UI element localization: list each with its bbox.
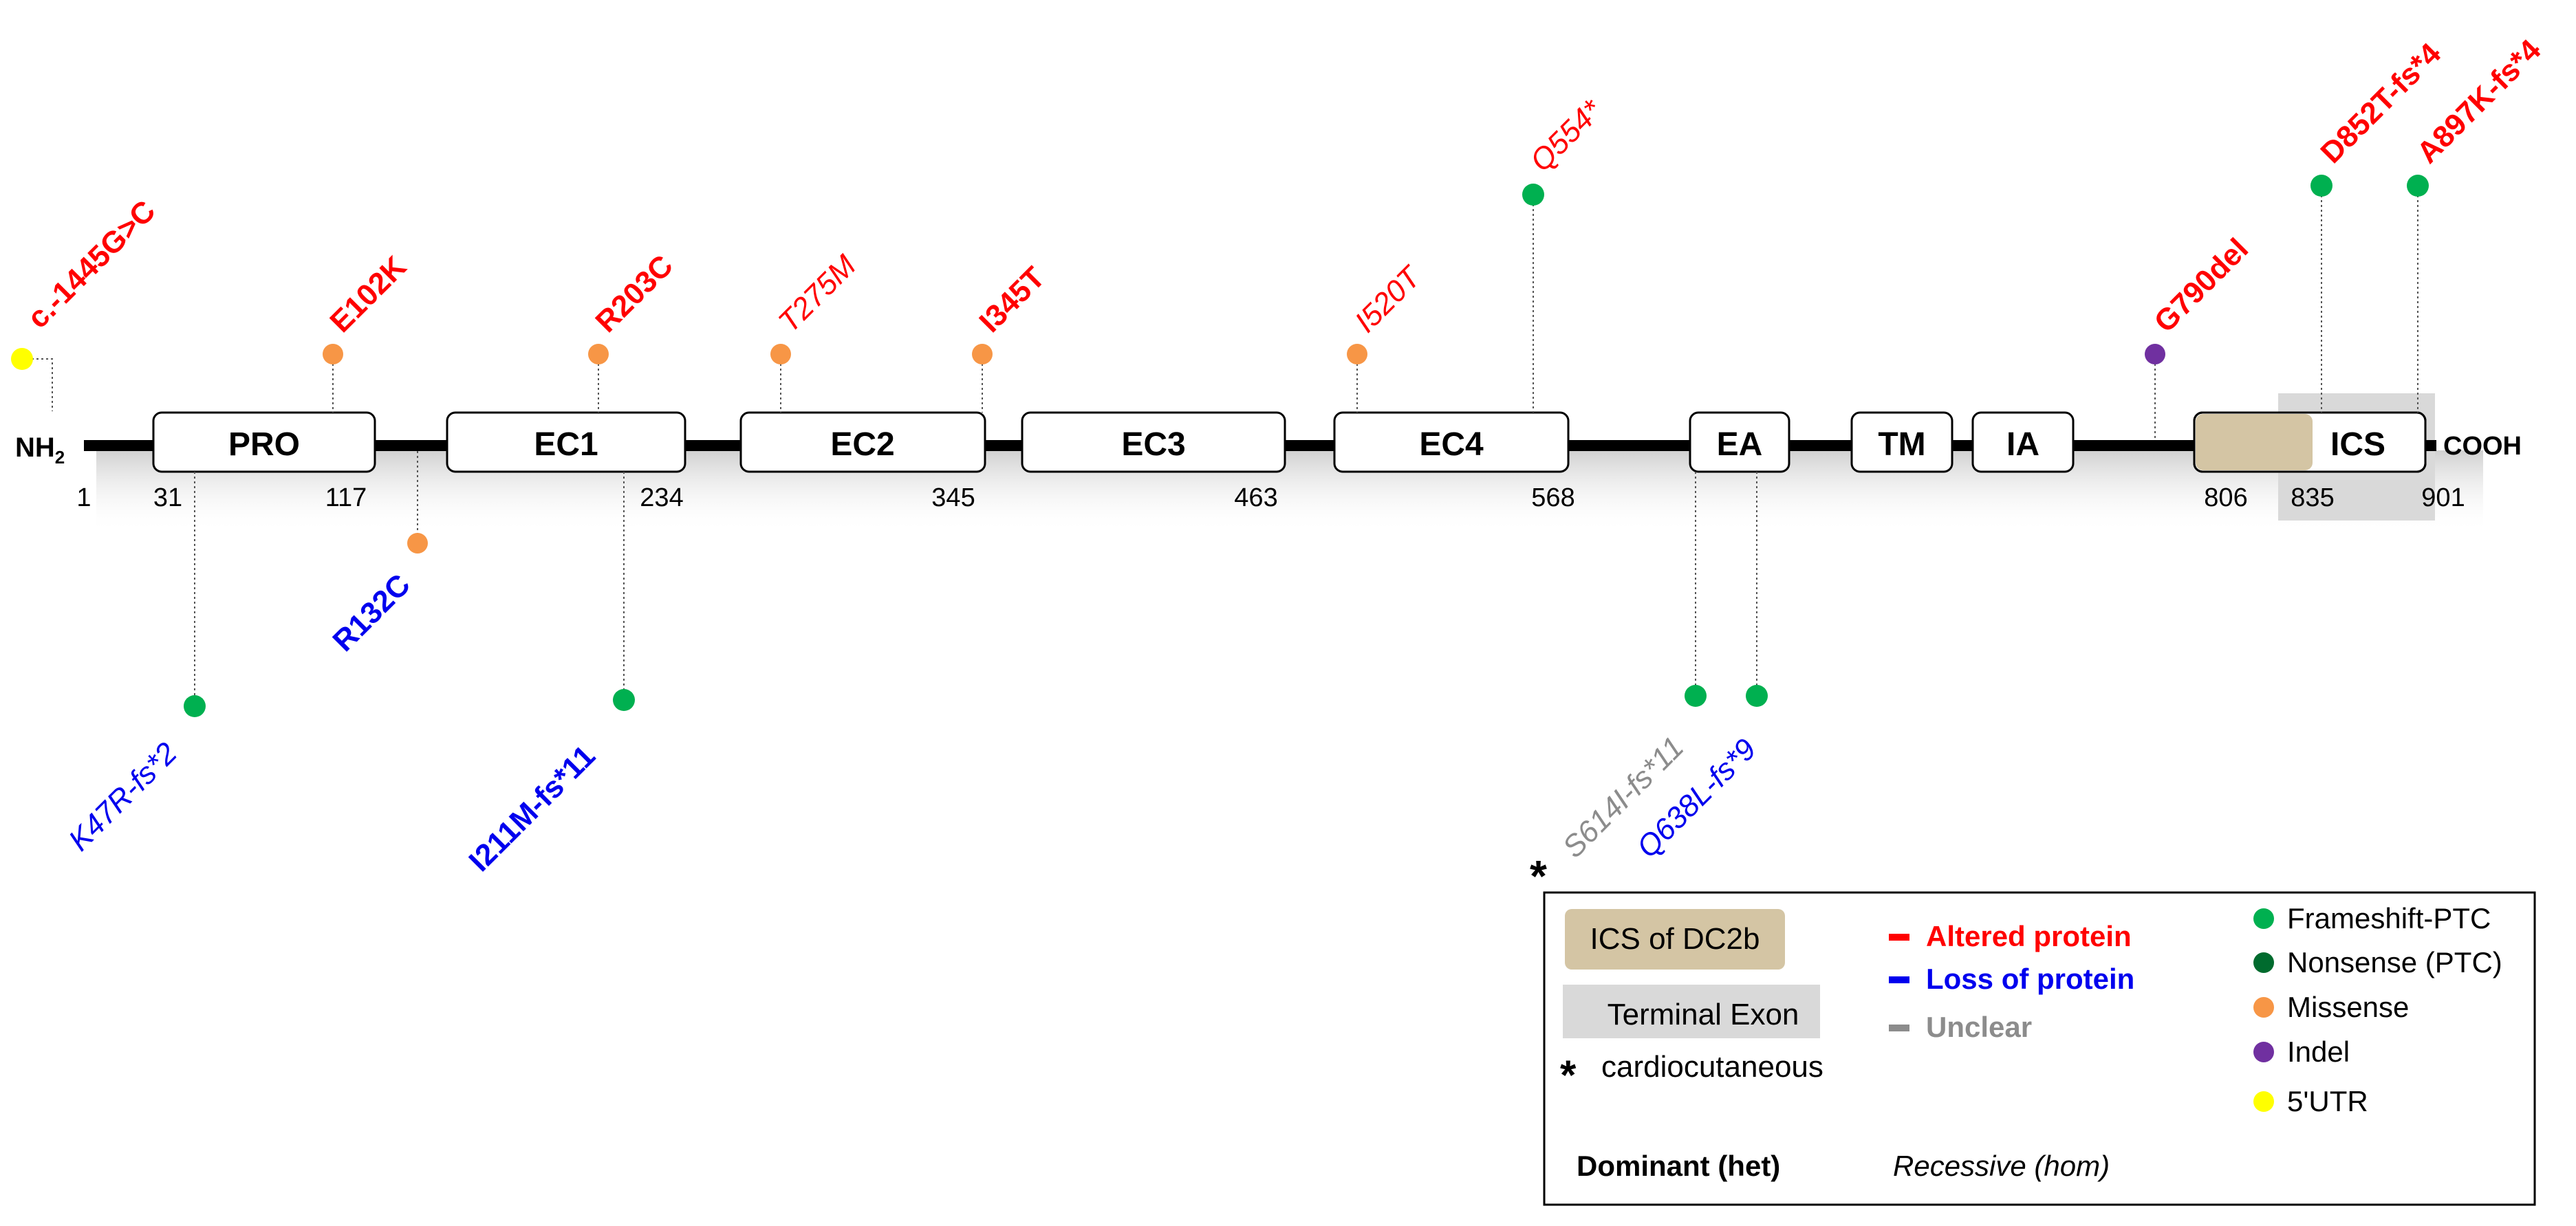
domain-label-ec4: EC4 — [1419, 426, 1484, 463]
domain-tm: TM — [1850, 411, 1953, 473]
variant-label-i211m: I211M-fs*11 — [462, 739, 601, 878]
dot-frameshift — [613, 689, 635, 711]
dot-missense — [1347, 344, 1367, 364]
variant-label-r203c: R203C — [589, 249, 679, 339]
dot-indel — [2145, 344, 2165, 364]
variant-label-g790del: G790del — [2147, 232, 2255, 339]
domain-pro: PRO — [152, 411, 376, 473]
legend-terminal-exon: Terminal Exon — [1608, 998, 1799, 1031]
legend-indel-dot — [2253, 1042, 2274, 1062]
position-label: 31 — [153, 483, 182, 512]
variant-label-i345t: I345T — [973, 261, 1051, 339]
legend-frameshift: Frameshift-PTC — [2287, 902, 2491, 934]
variant-label-c1445: c.-1445G>C — [21, 194, 162, 335]
ics-dc2b-region — [2196, 414, 2313, 470]
legend-ics-dc2b: ICS of DC2b — [1590, 922, 1760, 956]
dot-missense — [770, 344, 791, 364]
domain-ec2: EC2 — [739, 411, 986, 473]
position-label: 901 — [2421, 483, 2465, 512]
domain-label-ia: IA — [2006, 426, 2039, 463]
domain-ec4: EC4 — [1333, 411, 1570, 473]
position-label: 568 — [1531, 483, 1574, 512]
position-label: 234 — [640, 483, 683, 512]
legend-dominant: Dominant (het) — [1577, 1150, 1780, 1182]
position-label: 345 — [931, 483, 975, 512]
c-terminus-label: COOH — [2443, 432, 2522, 461]
legend-terminal-exon-swatch — [1563, 985, 1820, 1038]
legend-ics-dc2b-swatch — [1565, 909, 1785, 970]
legend-loss-swatch — [1889, 976, 1909, 983]
domain-label-tm: TM — [1878, 426, 1925, 463]
variant-label-q554: Q554* — [1524, 93, 1609, 178]
variant-label-e102k: E102K — [323, 250, 413, 339]
position-label: 463 — [1234, 483, 1277, 512]
dot-frameshift — [1746, 685, 1768, 707]
legend-nonsense: Nonsense (PTC) — [2287, 946, 2502, 978]
domain-ics: ICS — [2193, 411, 2427, 473]
legend-utr: 5'UTR — [2287, 1085, 2368, 1117]
position-label: 1 — [76, 483, 91, 512]
legend-missense: Missense — [2287, 991, 2409, 1023]
variant-label-k47r: K47R-fs*2 — [62, 736, 183, 857]
legend-unclear: Unclear — [1926, 1011, 2032, 1043]
dot-frameshift — [1522, 184, 1544, 206]
domain-ia: IA — [1971, 411, 2075, 473]
legend-nonsense-dot — [2253, 952, 2274, 973]
variant-label-t275m: T275M — [772, 248, 863, 339]
legend-cardiocutaneous-star: * — [1560, 1052, 1577, 1098]
legend-recessive: Recessive (hom) — [1893, 1150, 2110, 1182]
domain-ec3: EC3 — [1021, 411, 1286, 473]
dot-missense — [588, 344, 609, 364]
dot-5utr — [11, 348, 33, 370]
dot-missense — [407, 533, 428, 554]
legend: ICS of DC2b Terminal Exon * cardiocutane… — [1543, 891, 2536, 1206]
domain-label-ec2: EC2 — [830, 426, 894, 463]
legend-loss: Loss of protein — [1926, 963, 2134, 995]
legend-missense-dot — [2253, 997, 2274, 1018]
dot-frameshift — [184, 695, 206, 717]
domain-label-ec1: EC1 — [534, 426, 598, 463]
legend-altered-swatch — [1889, 934, 1909, 941]
legend-utr-dot — [2253, 1091, 2274, 1112]
n-terminus-label: NH2 — [15, 433, 65, 468]
position-label: 117 — [325, 483, 367, 512]
domain-label-ec3: EC3 — [1121, 426, 1185, 463]
dot-frameshift — [1685, 685, 1707, 707]
legend-unclear-swatch — [1889, 1025, 1909, 1031]
variant-label-i520t: I520T — [1348, 259, 1428, 339]
position-label: 835 — [2291, 483, 2334, 512]
domain-label-pro: PRO — [228, 426, 300, 463]
legend-frameshift-dot — [2253, 908, 2274, 929]
dot-missense — [323, 344, 343, 364]
variant-label-r132c: R132C — [326, 568, 416, 658]
dot-frameshift — [2407, 175, 2429, 197]
legend-indel: Indel — [2287, 1036, 2350, 1068]
dot-missense — [972, 344, 993, 364]
position-label: 806 — [2204, 483, 2247, 512]
domain-ea: EA — [1689, 411, 1790, 473]
domain-label-ics: ICS — [2330, 426, 2385, 463]
domain-ec1: EC1 — [446, 411, 686, 473]
domain-label-ea: EA — [1717, 426, 1763, 463]
variant-dots — [11, 175, 2429, 717]
legend-cardiocutaneous: cardiocutaneous — [1601, 1050, 1823, 1084]
dot-frameshift — [2310, 175, 2333, 197]
legend-altered: Altered protein — [1926, 920, 2132, 952]
